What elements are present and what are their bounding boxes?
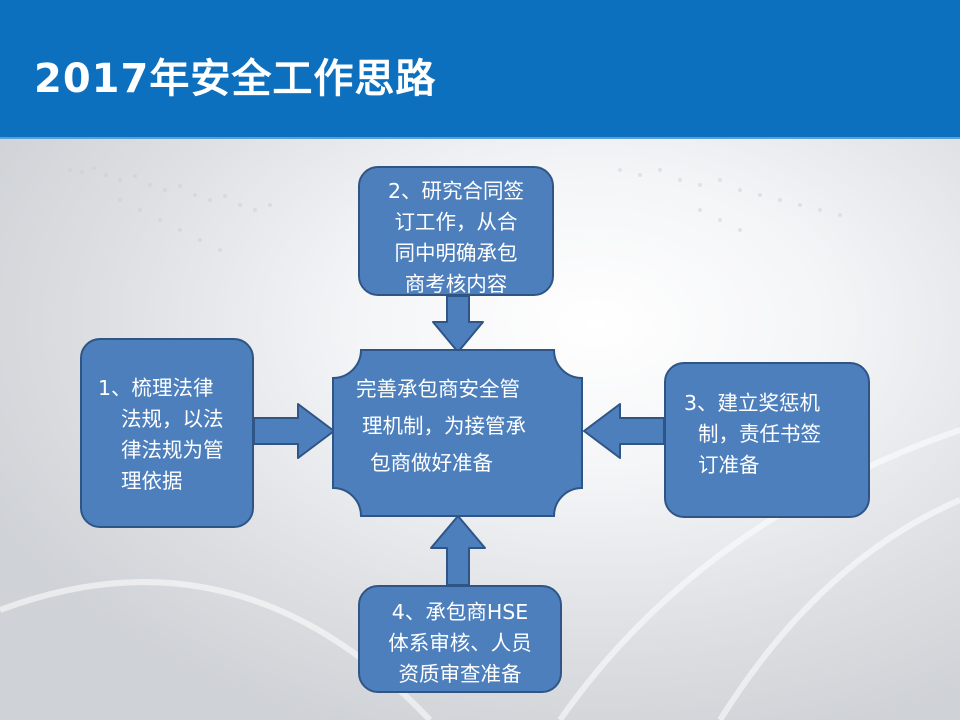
- top-line-1: 2、研究合同签: [387, 179, 525, 203]
- bottom-line-3: 资质审查准备: [398, 662, 522, 686]
- center-line-2: 理机制，为接管承: [362, 414, 526, 438]
- left-line-2: 法规，以法: [121, 407, 224, 431]
- right-line-3: 订准备: [698, 453, 760, 477]
- left-line-1: 1、梳理法律: [98, 376, 214, 400]
- node-left-regulations: 1、梳理法律 法规，以法 律法规为管 理依据: [80, 338, 254, 528]
- arrow-left: [583, 403, 665, 459]
- right-line-1: 3、建立奖惩机: [684, 391, 821, 415]
- center-node-text: 完善承包商安全管 理机制，为接管承 包商做好准备: [338, 371, 588, 482]
- top-line-2: 订工作，从合: [394, 210, 518, 234]
- right-line-2: 制，责任书签: [698, 422, 821, 446]
- top-line-3: 同中明确承包: [394, 241, 518, 265]
- page-title: 2017年安全工作思路: [34, 56, 437, 102]
- node-bottom-audit: 4、承包商HSE 体系审核、人员 资质审查准备: [358, 585, 562, 693]
- bottom-line-1: 4、承包商HSE: [391, 600, 529, 624]
- left-line-4: 理依据: [121, 469, 183, 493]
- center-line-3: 包商做好准备: [370, 451, 493, 475]
- center-shape: [332, 349, 583, 517]
- header-divider: [0, 137, 960, 139]
- arrow-up: [430, 515, 486, 586]
- center-line-1: 完善承包商安全管: [356, 377, 520, 401]
- header-bar: [0, 0, 960, 137]
- left-line-3: 律法规为管: [121, 438, 224, 462]
- arrow-right: [253, 403, 335, 459]
- node-top-contract: 2、研究合同签 订工作，从合 同中明确承包 商考核内容: [358, 166, 554, 296]
- top-line-4: 商考核内容: [404, 272, 508, 296]
- arrow-down: [432, 295, 484, 353]
- node-right-incentives: 3、建立奖惩机 制，责任书签 订准备: [664, 362, 870, 518]
- bottom-line-2: 体系审核、人员: [388, 631, 532, 655]
